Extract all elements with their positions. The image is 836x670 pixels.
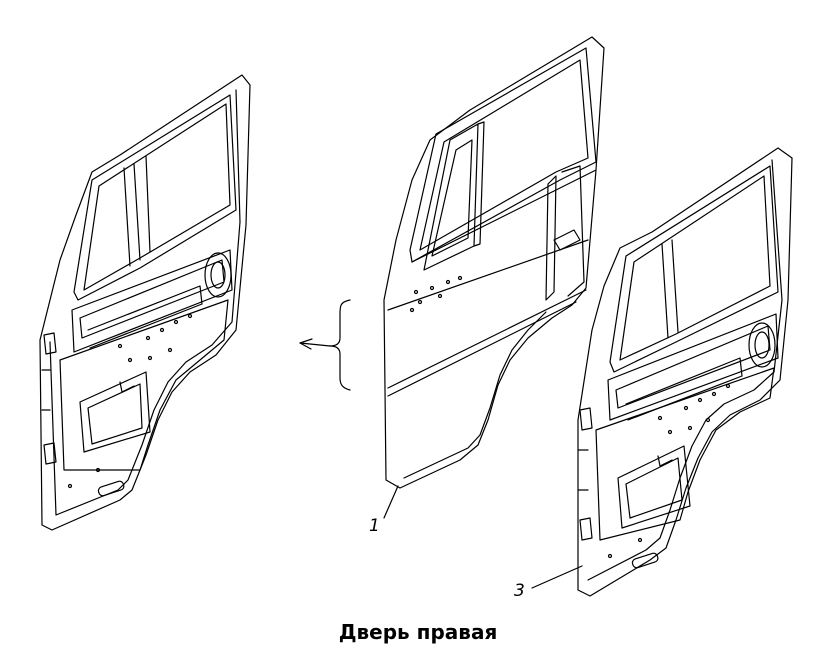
assembly-arrow	[299, 299, 351, 391]
left-door-inner-view	[39, 74, 251, 531]
center-door-outer-skin	[383, 36, 605, 489]
callout-label-3: 3	[514, 581, 525, 601]
figure-caption: Дверь правая	[338, 620, 498, 644]
leader-line-3	[531, 565, 583, 589]
leader-line-1	[383, 485, 399, 519]
callout-label-1: 1	[369, 516, 380, 536]
right-door-assembly	[577, 147, 793, 597]
